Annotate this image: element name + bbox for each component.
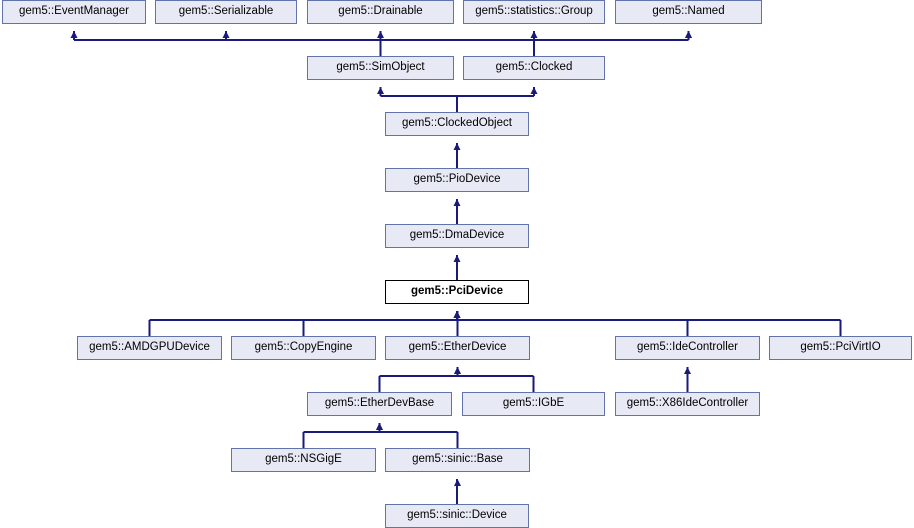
class-node-label: gem5::CopyEngine [254,341,353,354]
class-node-label: gem5::IdeController [637,341,738,354]
class-node-label: gem5::sinic::Device [407,509,507,522]
class-node-EventManager[interactable]: gem5::EventManager [2,0,146,24]
class-node-EtherDevice[interactable]: gem5::EtherDevice [385,336,530,360]
class-node-CopyEngine[interactable]: gem5::CopyEngine [231,336,376,360]
class-node-label: gem5::NSGigE [265,453,342,466]
class-node-label: gem5::EventManager [19,5,129,18]
class-node-label: gem5::X86IdeController [626,397,749,410]
class-node-sinicBase[interactable]: gem5::sinic::Base [385,448,530,472]
class-node-label: gem5::DmaDevice [409,229,505,242]
class-node-label: gem5::ClockedObject [402,117,512,130]
class-node-PciVirtIO[interactable]: gem5::PciVirtIO [769,336,912,360]
class-node-NSGigE[interactable]: gem5::NSGigE [231,448,376,472]
class-node-label: gem5::statistics::Group [475,5,593,18]
class-node-DmaDevice[interactable]: gem5::DmaDevice [385,224,529,248]
class-node-IdeController[interactable]: gem5::IdeController [615,336,760,360]
class-node-label: gem5::PioDevice [413,173,501,186]
class-node-label: gem5::AMDGPUDevice [89,341,210,354]
class-node-StatisticsGroup[interactable]: gem5::statistics::Group [463,0,605,24]
class-node-IGbE[interactable]: gem5::IGbE [462,392,605,416]
class-node-X86IdeController[interactable]: gem5::X86IdeController [615,392,760,416]
class-node-label: gem5::EtherDevice [408,341,507,354]
class-node-label: gem5::IGbE [502,397,565,410]
class-node-label: gem5::PciVirtIO [800,341,881,354]
class-node-label: gem5::Clocked [495,61,573,74]
class-node-label: gem5::PciDevice [410,285,504,298]
class-node-label: gem5::SimObject [336,61,425,74]
class-node-label: gem5::Named [652,5,725,18]
class-node-Clocked[interactable]: gem5::Clocked [463,56,605,80]
class-node-label: gem5::EtherDevBase [324,397,435,410]
class-node-Drainable[interactable]: gem5::Drainable [307,0,454,24]
class-node-Named[interactable]: gem5::Named [615,0,762,24]
class-node-SimObject[interactable]: gem5::SimObject [307,56,454,80]
class-node-ClockedObject[interactable]: gem5::ClockedObject [385,112,529,136]
class-node-label: gem5::Serializable [178,5,274,18]
class-node-PciDevice[interactable]: gem5::PciDevice [385,280,529,304]
class-node-AMDGPUDevice[interactable]: gem5::AMDGPUDevice [77,336,222,360]
class-node-sinicDevice[interactable]: gem5::sinic::Device [385,504,529,528]
class-node-PioDevice[interactable]: gem5::PioDevice [385,168,529,192]
class-node-label: gem5::Drainable [338,5,423,18]
class-node-Serializable[interactable]: gem5::Serializable [155,0,297,24]
class-node-label: gem5::sinic::Base [412,453,503,466]
class-node-EtherDevBase[interactable]: gem5::EtherDevBase [307,392,452,416]
